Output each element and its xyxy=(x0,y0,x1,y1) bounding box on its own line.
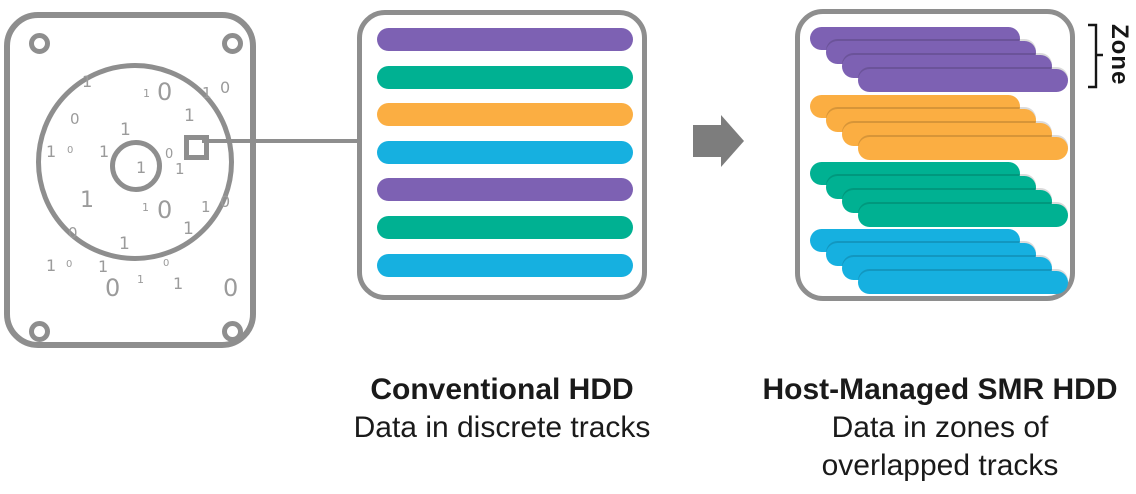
binary-digit: 0 xyxy=(105,274,121,302)
binary-digit: 0 xyxy=(220,192,231,211)
conventional-track-orange xyxy=(377,103,633,126)
binary-digit: 1 xyxy=(183,219,194,239)
zone-label: Zone xyxy=(1106,24,1133,86)
binary-digit: 1 xyxy=(99,142,110,161)
binary-digit: 1 xyxy=(82,72,93,91)
smr-track-purple xyxy=(858,69,1068,92)
hdd-platter xyxy=(36,63,234,261)
binary-digit: 1 xyxy=(173,274,184,293)
conventional-track-teal xyxy=(377,216,633,239)
smr-track-blue xyxy=(858,271,1068,294)
binary-digit: 0 xyxy=(157,196,173,224)
conventional-caption: Conventional HDD Data in discrete tracks xyxy=(352,370,652,447)
binary-digit: 1 xyxy=(184,106,195,126)
screw-hole-icon xyxy=(29,321,50,342)
binary-digit: 0 xyxy=(66,259,73,270)
conventional-title: Conventional HDD xyxy=(370,373,634,406)
smr-zones-box xyxy=(795,9,1075,301)
zone-blue xyxy=(800,14,1070,296)
zone-teal xyxy=(800,14,1070,296)
binary-digit: 0 xyxy=(70,110,80,128)
zone-purple xyxy=(800,14,1070,296)
binary-digit: 1 xyxy=(119,234,130,254)
binary-digit: 0 xyxy=(163,258,170,269)
binary-digit: 1 xyxy=(80,188,94,213)
smr-track-orange xyxy=(858,137,1068,160)
smr-subtitle-line2: overlapped tracks xyxy=(821,449,1059,482)
binary-digit: 0 xyxy=(165,147,174,162)
screw-hole-icon xyxy=(29,33,50,54)
conventional-track-blue xyxy=(377,141,633,164)
conventional-subtitle: Data in discrete tracks xyxy=(353,411,651,444)
binary-digit: 1 xyxy=(175,160,185,178)
hdd-spindle xyxy=(110,140,162,192)
screw-hole-icon xyxy=(222,321,243,342)
binary-digit: 1 xyxy=(201,198,211,216)
binary-digit: 1 xyxy=(136,158,147,177)
conventional-track-blue xyxy=(377,254,633,277)
conventional-track-teal xyxy=(377,66,633,89)
binary-digit: 1 xyxy=(98,257,109,276)
magnifier-connector-line xyxy=(202,139,359,143)
smr-subtitle-line1: Data in zones of xyxy=(831,411,1049,444)
binary-digit: 0 xyxy=(68,224,78,242)
zone-orange xyxy=(800,14,1070,296)
binary-digit: 1 xyxy=(202,84,212,102)
binary-digit: 1 xyxy=(120,120,131,140)
binary-digit: 0 xyxy=(223,274,239,302)
conventional-tracks-box xyxy=(357,10,647,300)
binary-digit: 1 xyxy=(46,256,57,275)
conventional-track-purple xyxy=(377,178,633,201)
binary-digit: 0 xyxy=(220,78,231,97)
smr-title: Host-Managed SMR HDD xyxy=(762,373,1118,406)
binary-digit: 1 xyxy=(46,142,57,161)
conventional-track-purple xyxy=(377,28,633,51)
binary-digit: 1 xyxy=(137,273,144,286)
binary-digit: 0 xyxy=(157,78,173,106)
smr-track-teal xyxy=(858,204,1068,227)
zone-bracket-icon xyxy=(1088,23,1103,89)
smr-caption: Host-Managed SMR HDD Data in zones of ov… xyxy=(745,370,1135,485)
binary-digit: 1 xyxy=(142,201,149,214)
binary-digit: 1 xyxy=(143,87,150,100)
binary-digit: 0 xyxy=(67,145,74,156)
right-arrow-icon xyxy=(693,115,744,167)
screw-hole-icon xyxy=(222,33,243,54)
